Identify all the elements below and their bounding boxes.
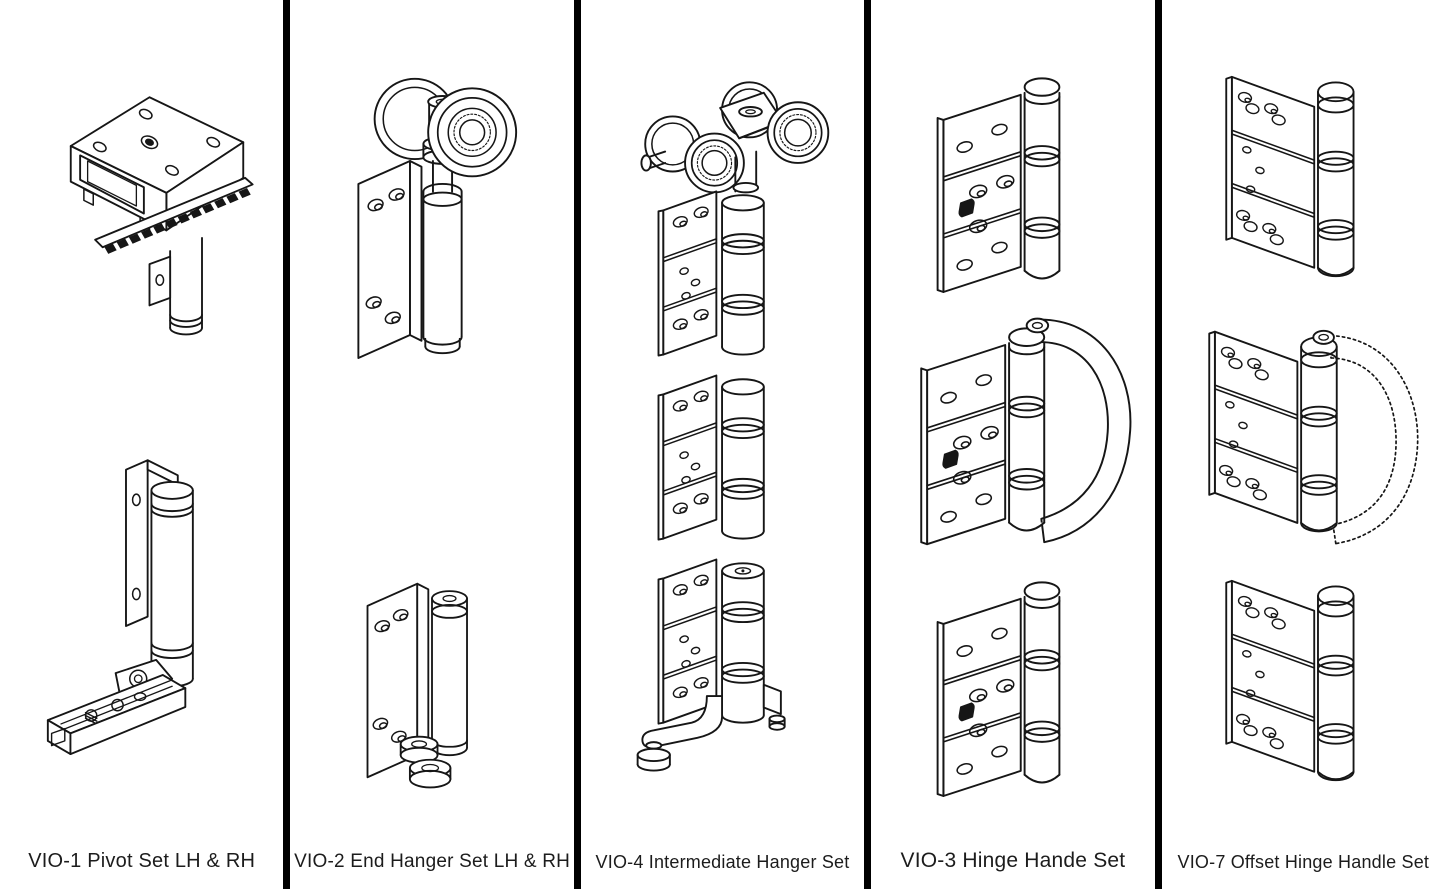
- intermediate-hanger-illustration: [604, 70, 842, 772]
- column-divider: [864, 0, 872, 889]
- column-vio-3: VIO-3 Hinge Hande Set: [871, 0, 1154, 889]
- column-divider: [283, 0, 291, 889]
- top-pivot-illustration: [69, 96, 254, 336]
- hinge-with-handle-illustration: [890, 302, 1136, 552]
- column-label-vio-1: VIO-1 Pivot Set LH & RH: [28, 850, 256, 872]
- floor-pivot-illustration: [46, 459, 194, 756]
- column-divider: [573, 0, 581, 889]
- offset-hinge-illustration-bottom: [1225, 579, 1355, 782]
- column-label-vio-4: VIO-4 Intermediate Hanger Set: [595, 852, 850, 872]
- end-hanger-roller-illustration: [357, 77, 518, 359]
- column-vio-1: VIO-1 Pivot Set LH & RH: [0, 0, 283, 889]
- offset-hinge-illustration-top: [1225, 75, 1355, 278]
- column-label-vio-2: VIO-2 End Hanger Set LH & RH: [294, 851, 571, 872]
- column-label-vio-3: VIO-3 Hinge Hande Set: [900, 849, 1126, 872]
- column-label-vio-7: VIO-7 Offset Hinge Handle Set: [1177, 852, 1430, 872]
- column-vio-7: VIO-7 Offset Hinge Handle Set: [1162, 0, 1445, 889]
- column-vio-2: VIO-2 End Hanger Set LH & RH: [290, 0, 573, 889]
- end-hanger-hinge-illustration: [366, 582, 469, 789]
- offset-hinge-with-handle-illustration: [1183, 306, 1423, 558]
- column-vio-4: VIO-4 Intermediate Hanger Set: [581, 0, 864, 889]
- hinge-illustration-top: [936, 77, 1061, 293]
- hinge-illustration-bottom: [936, 581, 1061, 797]
- column-divider: [1154, 0, 1162, 889]
